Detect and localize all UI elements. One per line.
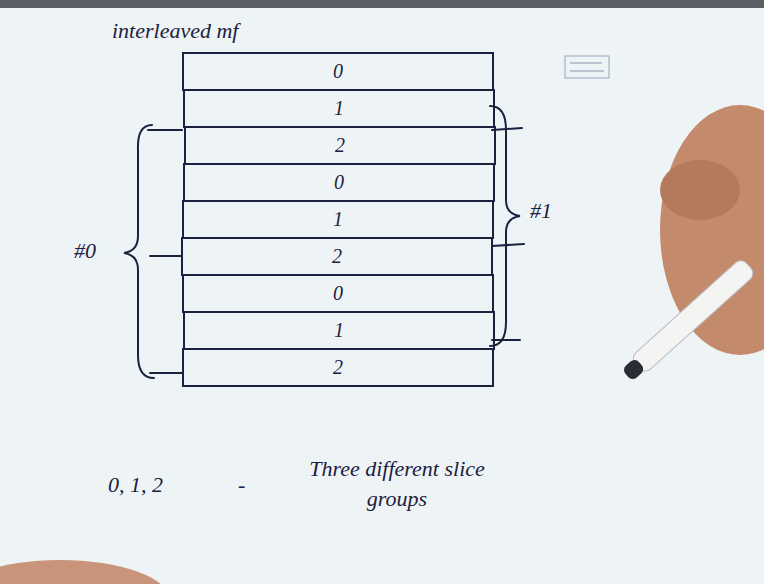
group-label: #0 [74, 236, 96, 266]
slice-group-number: 1 [334, 319, 344, 342]
left-brace [124, 125, 154, 378]
slice-row: 0 [182, 274, 494, 313]
slice-group-number: 2 [332, 245, 342, 268]
group-tick [492, 128, 522, 130]
slice-group-number: 1 [333, 208, 343, 231]
group-label: #1 [530, 196, 552, 226]
dash: - [238, 470, 245, 500]
hand [0, 560, 170, 584]
group-tick [492, 244, 524, 246]
stamp-box [565, 56, 609, 78]
group-tick [150, 372, 182, 374]
group-tick [492, 339, 520, 341]
slice-group-number: 2 [333, 356, 343, 379]
slice-group-number: 1 [334, 97, 344, 120]
slice-group-number: 0 [333, 282, 343, 305]
slice-row: 0 [182, 52, 494, 91]
slice-row: 1 [182, 200, 494, 239]
slice-group-number: 2 [335, 134, 345, 157]
group-tick [150, 255, 182, 257]
slice-group-number: 0 [334, 171, 344, 194]
page-edge [0, 0, 764, 8]
slice-row: 1 [183, 89, 495, 128]
pen [620, 258, 757, 384]
note: Three different slice groups [282, 454, 512, 513]
stamp-mark [570, 62, 602, 64]
hand [660, 160, 740, 220]
group-tick [148, 129, 182, 131]
stamp-mark [570, 70, 604, 72]
slice-row: 0 [183, 163, 495, 202]
slice-row: 2 [184, 126, 496, 165]
slice-group-number: 0 [333, 60, 343, 83]
group-list: 0, 1, 2 [108, 470, 163, 500]
slice-row: 2 [182, 348, 494, 387]
slice-row: 2 [181, 237, 493, 276]
heading-note: interleaved mf [112, 16, 238, 46]
slice-row: 1 [183, 311, 495, 350]
